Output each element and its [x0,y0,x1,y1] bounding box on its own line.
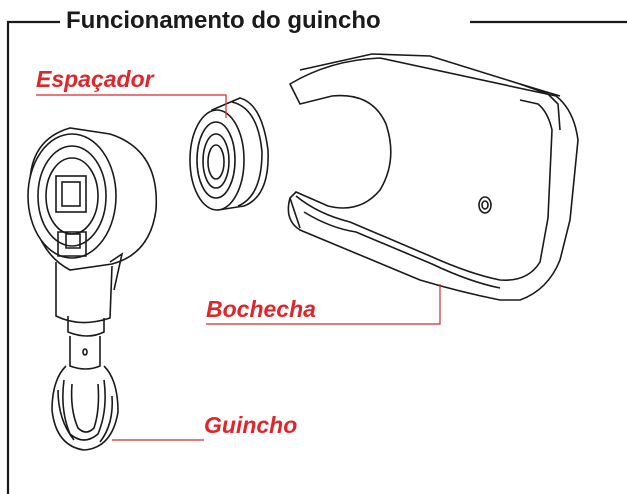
label-winch: Guincho [204,412,298,438]
leader-lines [36,94,441,441]
winch-part [27,127,158,451]
leader-spacer [36,94,227,118]
outer-border [6,20,627,494]
label-spacer: Espaçador [36,66,154,92]
spacer-part [189,97,269,211]
cheek-part [287,53,579,301]
leader-cheek [206,284,441,325]
page-title: Funcionamento do guincho [64,6,389,36]
label-cheek: Bochecha [206,296,316,322]
